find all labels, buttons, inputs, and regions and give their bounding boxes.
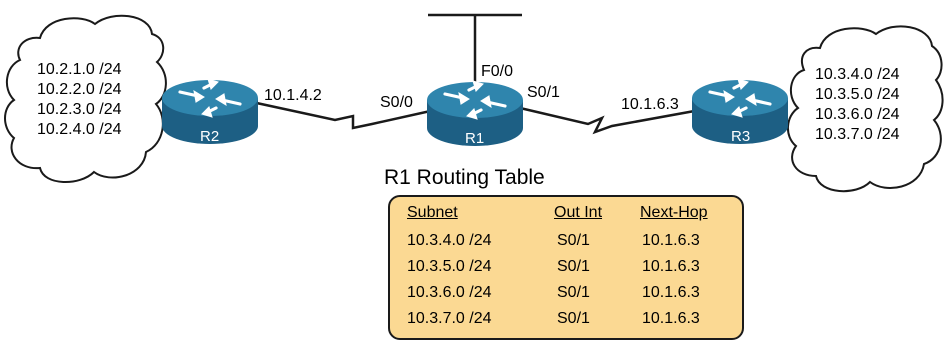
subnet-label: 10.2.2.0 /24 bbox=[37, 81, 122, 98]
column-header-out-int: Out Int bbox=[554, 204, 603, 221]
subnet-label: 10.2.3.0 /24 bbox=[37, 101, 122, 118]
interface-s0-0-label: S0/0 bbox=[380, 94, 413, 111]
serial-link-r2-r1 bbox=[251, 100, 436, 130]
cloud-left bbox=[4, 14, 167, 184]
table-row: 10.3.5.0 /24 S0/1 10.1.6.3 bbox=[390, 258, 742, 284]
router-r3-label: R3 bbox=[731, 128, 751, 145]
cell-next-hop: 10.1.6.3 bbox=[642, 310, 700, 327]
serial-link-r1-r3 bbox=[519, 106, 701, 135]
cell-subnet: 10.3.7.0 /24 bbox=[407, 310, 492, 327]
cell-next-hop: 10.1.6.3 bbox=[642, 232, 700, 249]
column-header-next-hop: Next-Hop bbox=[640, 204, 708, 221]
cell-out-int: S0/1 bbox=[557, 284, 590, 301]
subnet-label: 10.2.4.0 /24 bbox=[37, 121, 122, 138]
router-r2-label: R2 bbox=[200, 128, 220, 145]
routing-table: Subnet Out Int Next-Hop 10.3.4.0 /24 S0/… bbox=[388, 195, 744, 340]
subnet-label: 10.3.4.0 /24 bbox=[815, 66, 900, 83]
cell-next-hop: 10.1.6.3 bbox=[642, 284, 700, 301]
table-row: 10.3.7.0 /24 S0/1 10.1.6.3 bbox=[390, 310, 742, 336]
cell-subnet: 10.3.4.0 /24 bbox=[407, 232, 492, 249]
cloud-right bbox=[787, 25, 944, 193]
interface-f0-0-label: F0/0 bbox=[481, 63, 514, 80]
column-header-subnet: Subnet bbox=[407, 204, 458, 221]
cell-next-hop: 10.1.6.3 bbox=[642, 258, 700, 275]
cell-subnet: 10.3.5.0 /24 bbox=[407, 258, 492, 275]
r3-ip-label: 10.1.6.3 bbox=[621, 96, 679, 113]
cell-subnet: 10.3.6.0 /24 bbox=[407, 284, 492, 301]
subnet-label: 10.3.5.0 /24 bbox=[815, 86, 900, 103]
subnet-label: 10.3.7.0 /24 bbox=[815, 126, 900, 143]
router-r1-label: R1 bbox=[465, 130, 485, 147]
cell-out-int: S0/1 bbox=[557, 258, 590, 275]
routing-table-title: R1 Routing Table bbox=[384, 166, 545, 189]
table-row: 10.3.4.0 /24 S0/1 10.1.6.3 bbox=[390, 232, 742, 258]
r2-ip-label: 10.1.4.2 bbox=[264, 87, 322, 104]
interface-s0-1-label: S0/1 bbox=[527, 84, 560, 101]
cell-out-int: S0/1 bbox=[557, 232, 590, 249]
cell-out-int: S0/1 bbox=[557, 310, 590, 327]
subnet-label: 10.2.1.0 /24 bbox=[37, 61, 122, 78]
table-row: 10.3.6.0 /24 S0/1 10.1.6.3 bbox=[390, 284, 742, 310]
subnet-label: 10.3.6.0 /24 bbox=[815, 106, 900, 123]
